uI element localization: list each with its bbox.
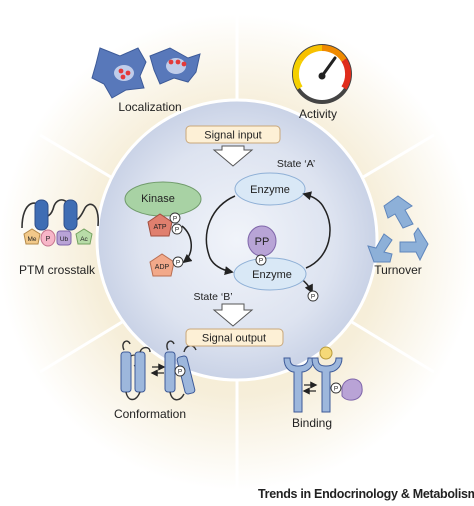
phosphate-icon: [169, 212, 181, 224]
adp-node: ADP P: [149, 253, 184, 277]
svg-text:Enzyme: Enzyme: [250, 184, 290, 196]
svg-text:Ub: Ub: [60, 236, 69, 243]
output-arrow: [212, 303, 254, 327]
svg-text:ATP: ATP: [153, 224, 166, 231]
svg-text:PP: PP: [255, 236, 270, 248]
equilibrium-arrows: [150, 363, 166, 377]
enzyme-state-b: Enzyme P: [233, 254, 307, 291]
svg-text:Enzyme: Enzyme: [252, 269, 292, 281]
svg-text:P: P: [178, 369, 182, 376]
ptm-mark-me: Me: [23, 228, 41, 245]
journal-footer: Trends in Endocrinology & Metabolism: [258, 487, 474, 501]
ptm-crosstalk-panel: Me P Ub Ac PTM crosstalk: [19, 199, 99, 277]
phosphate-icon: [330, 382, 342, 394]
binding-protein-icon: [341, 378, 363, 401]
gauge-icon: [292, 44, 352, 104]
svg-text:P: P: [46, 236, 51, 243]
released-phosphate: P: [307, 290, 319, 302]
ligand-icon: [319, 346, 333, 360]
activity-label: Activity: [299, 107, 337, 121]
phosphate-icon: [307, 290, 319, 302]
input-arrow: [212, 145, 254, 167]
activity-panel: Activity: [292, 44, 352, 121]
helix-icon-left: [120, 340, 151, 401]
svg-text:ADP: ADP: [155, 264, 170, 271]
atp-node: ATP P P: [147, 212, 183, 237]
svg-text:P: P: [259, 258, 263, 265]
receptor-icon-right: P: [311, 346, 363, 413]
nucleosome-icon: [21, 199, 99, 231]
ptm-crosstalk-label: PTM crosstalk: [19, 263, 96, 277]
svg-text:Signal output: Signal output: [202, 333, 266, 345]
binding-panel: P Binding: [283, 346, 363, 430]
turnover-panel: Turnover: [367, 195, 429, 277]
svg-text:Me: Me: [27, 236, 36, 243]
svg-text:P: P: [176, 260, 180, 267]
state-b-label: State ‘B’: [193, 291, 232, 303]
equilibrium-arrows: [302, 381, 318, 395]
center-disc: [95, 98, 379, 382]
svg-text:P: P: [175, 227, 179, 234]
binding-label: Binding: [292, 416, 332, 430]
state-a-label: State ‘A’: [277, 158, 315, 170]
helix-icon-right: P: [164, 340, 197, 401]
phosphate-icon: [171, 223, 183, 235]
ptm-mark-ac: Ac: [75, 228, 93, 245]
phosphate-icon: [255, 254, 267, 266]
svg-text:Kinase: Kinase: [141, 193, 175, 205]
svg-text:Signal input: Signal input: [204, 130, 262, 142]
recycle-icon: [367, 195, 429, 263]
turnover-label: Turnover: [374, 263, 422, 277]
svg-text:Ac: Ac: [80, 236, 88, 243]
enzyme-state-a: Enzyme: [234, 172, 306, 206]
localization-label: Localization: [118, 100, 181, 114]
svg-text:P: P: [173, 216, 177, 223]
signal-output-box: Signal output: [185, 328, 284, 347]
conformation-panel: P Conformation: [114, 340, 197, 421]
conformation-label: Conformation: [114, 407, 186, 421]
svg-text:P: P: [311, 294, 315, 301]
signal-input-box: Signal input: [185, 125, 281, 144]
ptm-mark-p: P: [40, 229, 56, 247]
phosphatase-node: PP: [247, 225, 277, 257]
ptm-marks: Me P Ub Ac: [23, 228, 93, 247]
svg-text:P: P: [334, 386, 338, 393]
ptm-mark-ub: Ub: [56, 230, 72, 246]
cell-icon: [91, 47, 201, 99]
localization-panel: Localization: [91, 47, 201, 114]
kinase-node: Kinase: [124, 181, 202, 217]
phosphate-icon: [174, 365, 186, 377]
